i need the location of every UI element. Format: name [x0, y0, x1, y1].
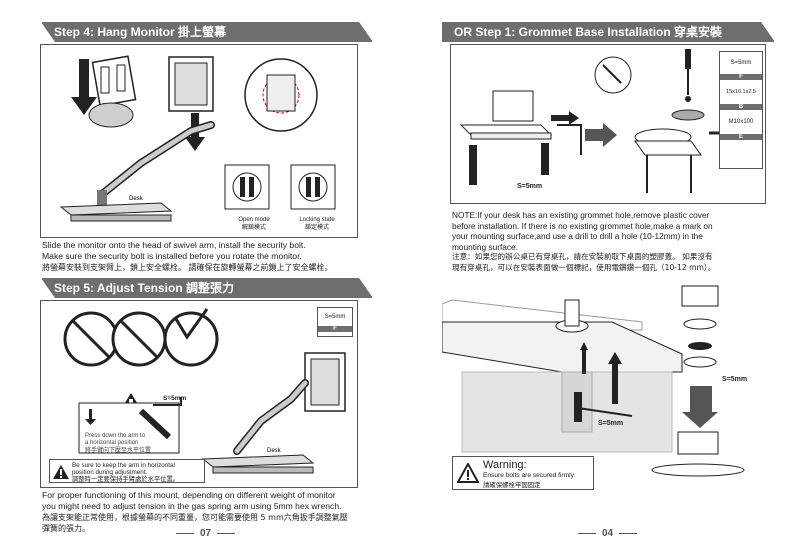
step5-legend-size: S=5mm [324, 314, 346, 320]
note-line3: your mounting surface,and use a drill to… [452, 231, 703, 241]
note-line5: 注意：如果您的辦公桌已有穿桌孔，請在安裝前取下桌面的塑膠蓋。 如果沒有 [452, 252, 713, 261]
grommet-title: OR Step 1: Grommet Base Installation 穿桌安… [454, 25, 723, 39]
step5-warning-line1: Be sure to keep the arm in horizontal [72, 462, 175, 469]
step5-legend-letter: F [318, 326, 352, 332]
legend-item-1-letter: F [720, 74, 762, 80]
warning-icon [53, 465, 69, 479]
legend-item-1-size: S=5mm [730, 60, 752, 66]
legend-item-3-size: M10x100 [728, 119, 754, 125]
grommet-s5mm-a: S=5mm [722, 376, 748, 383]
grommet-illustration [459, 49, 743, 193]
step4-text-line1: Slide the monitor onto the head of swive… [42, 240, 306, 250]
legend-item-2-letter: B [720, 104, 762, 110]
step5-text-line2: you might need to adjust tension in the … [42, 501, 342, 511]
press-down-line1: Press down the arm to [85, 433, 146, 439]
note-line6: 現有穿桌孔，可以在安裝表面做一個標記，使用電鑽鑽一個孔（10-12 mm）。 [452, 262, 716, 272]
step4-title: Step 4: Hang Monitor 掛上螢幕 [54, 25, 226, 39]
left-page-number: 07 [170, 528, 241, 539]
step5-illustration-panel: Desk S=5mm F S=5mm Press down the arm to… [40, 300, 358, 488]
press-down-line3: 將手臂向下壓至水平位置 [85, 447, 152, 454]
step4-text-line3: 將螢幕安裝到支架臂上，鎖上安全螺栓。 請確保在旋轉螢幕之前鎖上了安全螺栓。 [42, 263, 333, 272]
step5-title: Step 5: Adjust Tension 調整張力 [54, 281, 235, 295]
note-line2: before installation. If there is no exis… [452, 220, 713, 231]
step5-legend: S=5mm F [317, 307, 353, 337]
grommet-desk-illustration [442, 285, 745, 477]
locking-state-label: Locking state [299, 217, 335, 223]
grommet-illustration-panel: S=5mm F 15x10.1x2.5 B M10x100 E S=5mm [450, 44, 766, 204]
desk-label-step5: Desk [267, 448, 282, 454]
warning-line2: 請確保螺栓牢固固定 [483, 481, 541, 489]
step5-header: Step 5: Adjust Tension 調整張力 [41, 278, 373, 298]
locking-state-label-cn: 鎖定模式 [304, 224, 329, 231]
legend-item-3-letter: E [720, 134, 762, 140]
step4-illustration-panel: Desk Open mode 解鎖模式 Locking state 鎖定模式 [40, 44, 358, 238]
open-mode-label: Open mode [238, 217, 270, 223]
grommet-warning-box: Warning: Ensure bolts are secured firmly… [452, 456, 594, 490]
grommet-header: OR Step 1: Grommet Base Installation 穿桌安… [442, 22, 775, 42]
step4-illustration: Desk [59, 55, 336, 222]
step5-text-line4: 彈簧的張力。 [42, 524, 90, 533]
step5-warning-line2: position during adjustment. [72, 469, 148, 476]
step5-warning-line3: 調整時一定要保持手臂處於水平位置。 [72, 476, 180, 483]
step4-header: Step 4: Hang Monitor 掛上螢幕 [41, 22, 373, 42]
warning-line1: Ensure bolts are secured firmly. [483, 472, 576, 479]
step5-warning-box: Be sure to keep the arm in horizontal po… [49, 459, 205, 483]
legend-item-2-size: 15x10.1x2.5 [726, 89, 756, 95]
grommet-legend: S=5mm F 15x10.1x2.5 B M10x100 E [719, 51, 763, 169]
press-down-line2: a horizontal position [85, 440, 139, 446]
step5-text-line1: For proper functioning of this mount, de… [42, 490, 336, 500]
step5-s5mm: S=5mm [163, 395, 187, 402]
right-page-number: 04 [572, 528, 643, 539]
desk-label: Desk [129, 196, 144, 202]
open-mode-label-cn: 解鎖模式 [241, 224, 266, 231]
note-line1: NOTE:If your desk has an existing gromme… [452, 210, 710, 220]
step5-text-line3: 為讓支架能正常使用，根據螢幕的不同重量，您可能需要使用 5 mm六角扳手調整氣壓 [42, 513, 348, 522]
note-line4: mounting surface. [452, 241, 518, 252]
step4-text-line2: Make sure the security bolt is installed… [42, 251, 302, 261]
warning-icon-right [457, 463, 479, 483]
step5-illustration: Desk [63, 308, 346, 474]
grommet-s5mm-b: S=5mm [598, 420, 624, 427]
grommet-s5mm: S=5mm [517, 183, 543, 190]
warning-title: Warning: [483, 459, 527, 471]
